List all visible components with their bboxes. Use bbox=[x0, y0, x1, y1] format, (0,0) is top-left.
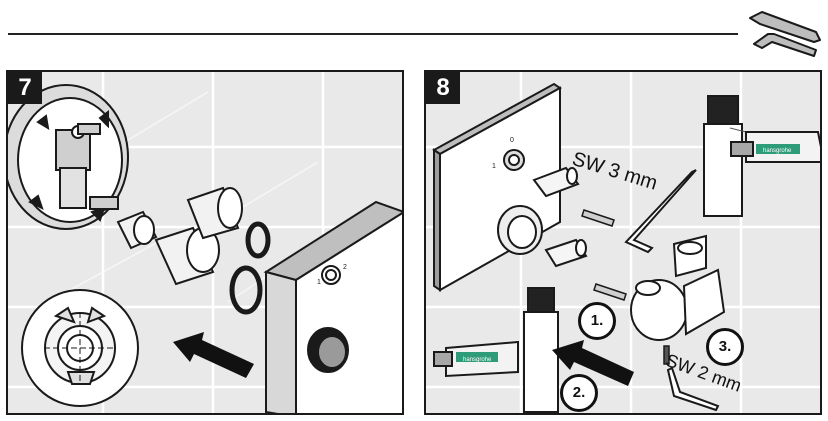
step-1-marker: 1. bbox=[578, 302, 616, 340]
svg-text:0: 0 bbox=[510, 137, 514, 144]
allen-keys bbox=[624, 169, 720, 412]
installed-cover-plate: 0 1 bbox=[432, 82, 562, 292]
detail-view bbox=[21, 289, 139, 407]
svg-text:1: 1 bbox=[492, 163, 496, 170]
cover-plate: 1 2 bbox=[263, 200, 402, 413]
grease-tube-bottom bbox=[433, 287, 559, 413]
step-7-number: 7 bbox=[8, 72, 42, 104]
step-7-illustration: 1 2 bbox=[8, 72, 402, 413]
grease-tube-top bbox=[703, 95, 820, 217]
step-8-illustration: 0 1 bbox=[426, 72, 820, 413]
direction-arrow bbox=[173, 332, 254, 378]
handle-parts bbox=[630, 234, 726, 341]
svg-text:1: 1 bbox=[317, 279, 321, 286]
wrench-screwdriver-icon bbox=[749, 11, 821, 57]
step-8-panel: 8 0 1 bbox=[424, 70, 822, 415]
step-2-marker: 2. bbox=[560, 374, 598, 412]
step-3-marker: 3. bbox=[706, 328, 744, 366]
step-7-panel: 7 bbox=[6, 70, 404, 415]
extension-sleeves bbox=[116, 186, 243, 286]
header-rule bbox=[8, 33, 738, 35]
valve-body bbox=[8, 84, 129, 230]
svg-text:2: 2 bbox=[343, 264, 347, 271]
extension-pins bbox=[532, 166, 588, 268]
screws bbox=[581, 209, 670, 365]
grease-brand-label-top: hansgrohe bbox=[763, 148, 792, 154]
direction-arrow bbox=[552, 340, 634, 386]
step-8-number: 8 bbox=[426, 72, 460, 104]
o-rings bbox=[229, 221, 271, 315]
grease-brand-label-bottom: hansgrohe bbox=[463, 357, 492, 363]
